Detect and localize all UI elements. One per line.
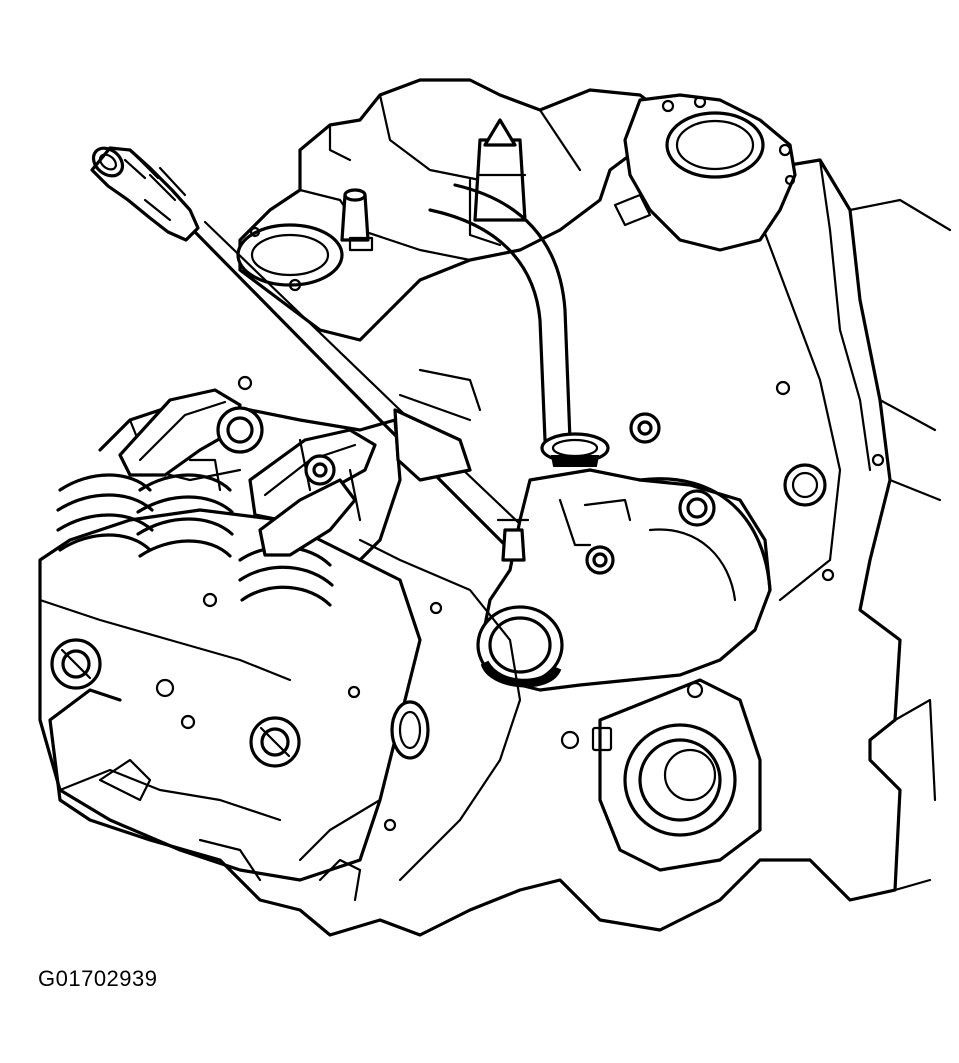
engine-block <box>48 158 952 937</box>
engine-drawing <box>38 78 952 937</box>
cylinder-head <box>38 375 522 902</box>
valve-springs <box>56 473 334 607</box>
intake-manifold <box>236 78 797 342</box>
bracket <box>393 368 482 482</box>
water-outlet-housing <box>476 412 772 692</box>
coolant-bypass-pipe <box>428 183 610 467</box>
rocker-arms <box>118 388 377 557</box>
figure-id-label: G01702939 <box>38 966 158 991</box>
